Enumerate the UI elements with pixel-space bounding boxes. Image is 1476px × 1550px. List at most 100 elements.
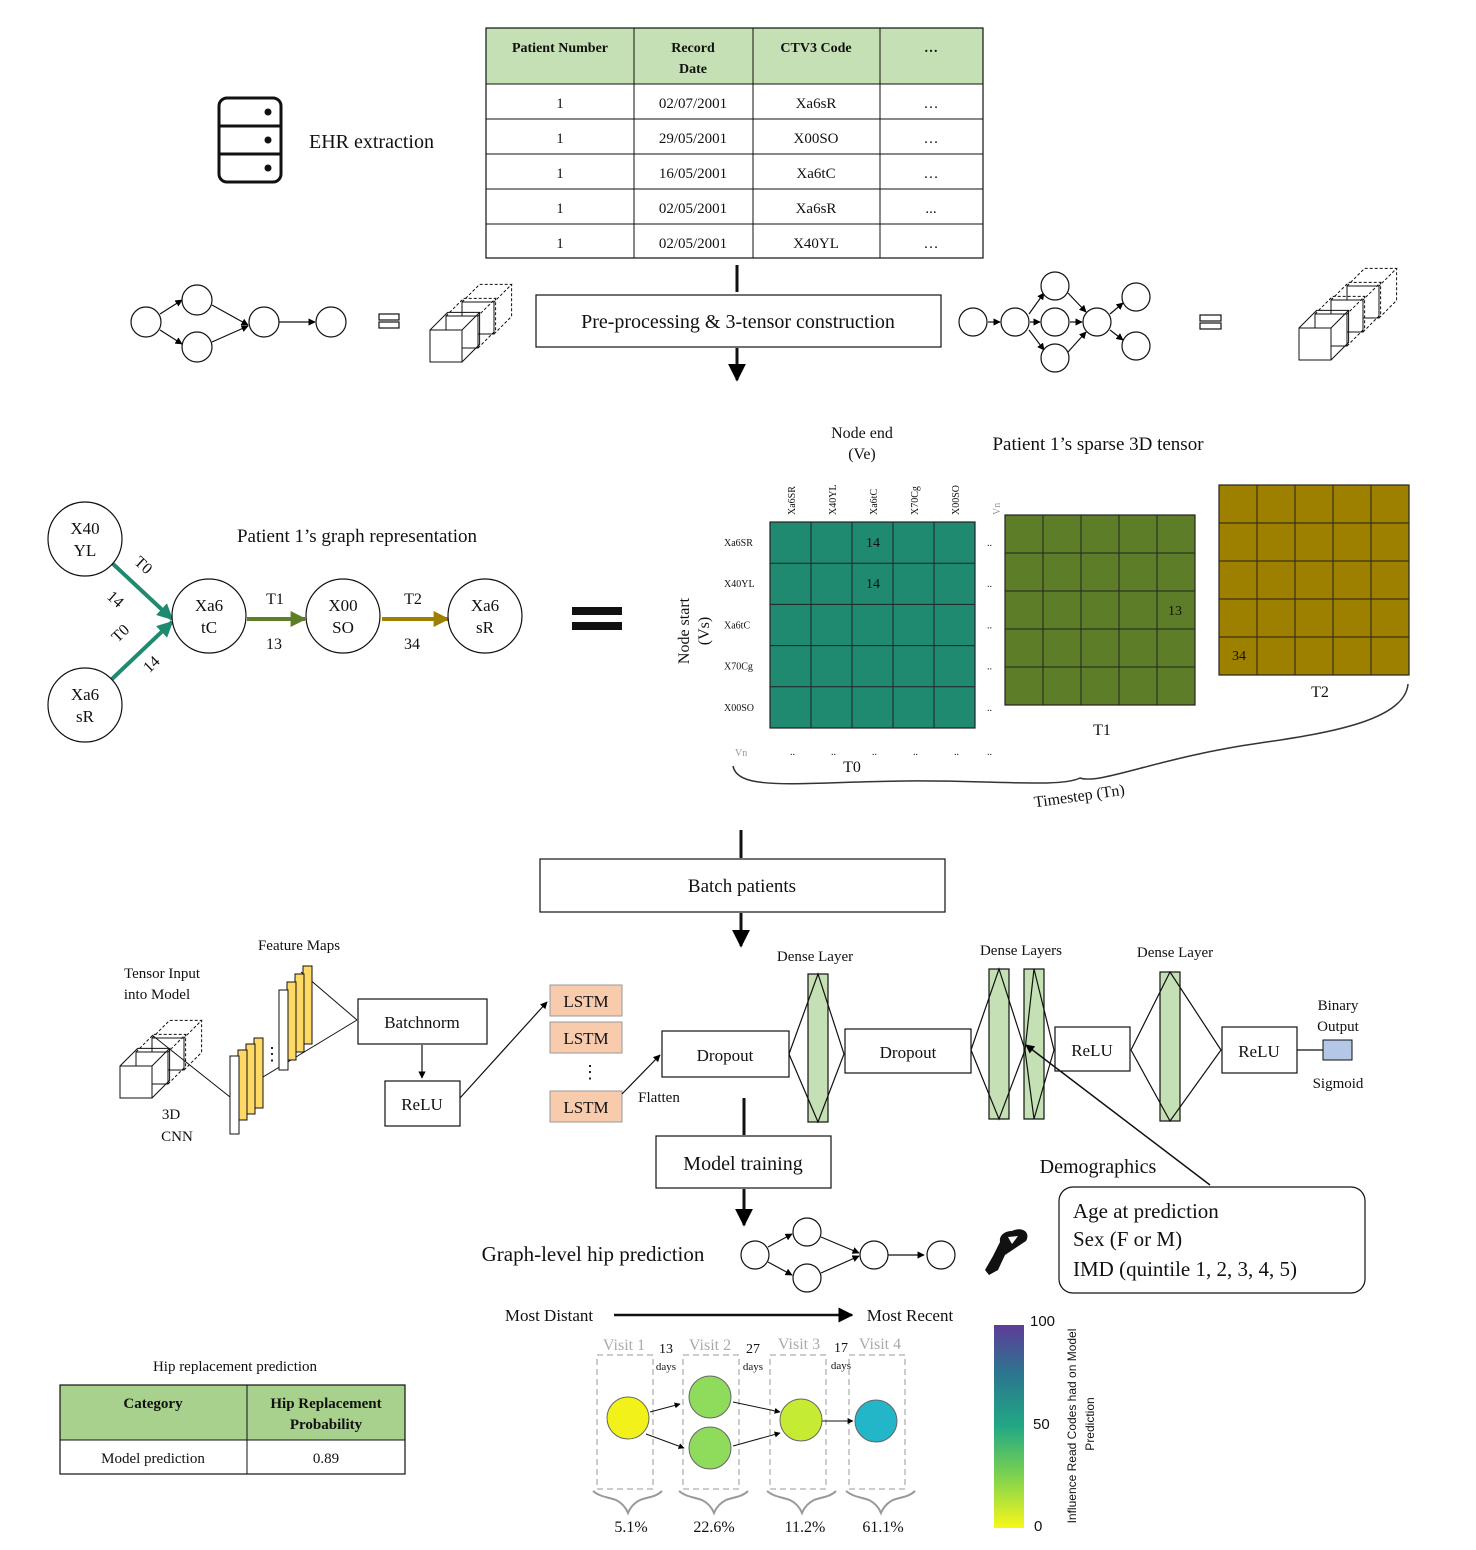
relu-box-cnn: [384, 1080, 461, 1127]
dropout-label: Dropout: [880, 1043, 937, 1062]
ehr-cell: X00SO: [793, 131, 838, 147]
graph-node-xa6sr-end: [447, 578, 523, 654]
ehr-cell: 02/05/2001: [659, 236, 727, 252]
tensor-stack-icon-left: [429, 283, 513, 363]
tensor-row-label: X40YL: [724, 579, 755, 590]
tensor-dots: ..: [913, 747, 918, 758]
tensor-dots: ..: [987, 703, 992, 714]
gap-days-unit: days: [656, 1361, 676, 1373]
tensor-value-t0: 14: [866, 536, 880, 551]
edge-time-label: T1: [266, 591, 284, 608]
visit-percent: 22.6%: [693, 1519, 734, 1536]
visit-node: [688, 1426, 732, 1470]
node-label: Xa6: [71, 685, 99, 704]
tensor-input-label: into Model: [124, 987, 190, 1003]
edge-weight-label: 14: [103, 588, 126, 611]
prediction-label: Graph-level hip prediction: [482, 1242, 705, 1266]
colorbar-tick: 50: [1033, 1416, 1050, 1433]
most-distant-label: Most Distant: [505, 1306, 594, 1325]
visit-percent: 61.1%: [862, 1519, 903, 1536]
timestep-brace: [732, 683, 1409, 785]
ehr-cell: 1: [556, 201, 564, 217]
tensor-col-label: Xa6tC: [869, 489, 880, 515]
batch-box: [539, 858, 946, 913]
prediction-graph: [740, 1217, 956, 1293]
results-cell: 0.89: [313, 1451, 339, 1467]
visit-timeline: Visit 1 Visit 2 Visit 3 Visit 4 13 days …: [592, 1336, 916, 1536]
tensor-value-t1: 13: [1168, 604, 1182, 619]
visit-box: [769, 1354, 827, 1490]
lstm-label: LSTM: [563, 1029, 608, 1048]
ehr-table: Patient Number Record Date CTV3 Code … 1…: [485, 27, 984, 259]
lstm-label: LSTM: [563, 1098, 608, 1117]
tensor-col-label: Vn: [992, 503, 1003, 515]
demographic-item: Sex (F or M): [1073, 1227, 1182, 1251]
ehr-cell: 16/05/2001: [659, 166, 727, 182]
visit-node: [779, 1398, 823, 1442]
relu-box-3: [1221, 1026, 1298, 1074]
edge-time-label: T0: [131, 553, 156, 578]
visit-percent: 5.1%: [614, 1519, 647, 1536]
tensor-dots: ..: [987, 662, 992, 673]
node-label: X00: [328, 596, 357, 615]
feature-maps-label: Feature Maps: [258, 938, 340, 954]
visit-box: [682, 1354, 740, 1490]
ehr-cell: 1: [556, 131, 564, 147]
node-label: Xa6: [195, 596, 223, 615]
tensor-value-t2: 34: [1232, 649, 1246, 664]
small-graph-right: [958, 271, 1151, 373]
results-title: Hip replacement prediction: [153, 1359, 318, 1375]
relu-label: ReLU: [1238, 1042, 1280, 1061]
gap-days-unit: days: [743, 1361, 763, 1373]
ehr-cell: 29/05/2001: [659, 131, 727, 147]
dense-layer-1: [788, 972, 845, 1124]
ehr-cell: 1: [556, 236, 564, 252]
graph-title: Patient 1’s graph representation: [237, 526, 478, 547]
visit-brace: [592, 1490, 663, 1516]
tensor-row-label: Vn: [735, 748, 747, 759]
ehr-cell: 02/05/2001: [659, 201, 727, 217]
gap-days: 17: [834, 1341, 848, 1356]
small-graph-left: [130, 284, 347, 363]
timestep-label: Timestep (Tn): [1033, 782, 1126, 812]
ehr-header-patient: Patient Number: [512, 41, 608, 56]
visit-box: [596, 1354, 654, 1490]
batchnorm-box: [357, 998, 488, 1045]
equivalence-icon-left: [378, 313, 400, 329]
model-input-tensor-icon: [119, 1019, 203, 1099]
visit-node: [688, 1375, 732, 1419]
visit-brace: [678, 1490, 749, 1516]
tensor-col-label: X40YL: [828, 484, 839, 515]
tensor-dots: ..: [987, 579, 992, 590]
tensor-dots: ..: [987, 620, 992, 631]
dropout-label: Dropout: [697, 1046, 754, 1065]
edge-time-label: T2: [404, 591, 422, 608]
ehr-header-date: Date: [679, 62, 707, 77]
tensor-dots: ..: [954, 747, 959, 758]
node-label: sR: [476, 618, 495, 637]
ehr-cell: Xa6sR: [796, 201, 837, 217]
binary-output-label: Binary: [1318, 998, 1359, 1014]
ehr-cell: 02/07/2001: [659, 96, 727, 112]
gap-days-unit: days: [831, 1360, 851, 1372]
tensor-dots: ..: [790, 747, 795, 758]
batchnorm-label: Batchnorm: [384, 1013, 460, 1032]
ehr-cell: X40YL: [793, 236, 839, 252]
dense-layers-label: Dense Layers: [980, 943, 1062, 959]
feature-maps: [151, 965, 358, 1135]
ehr-header-code: CTV3 Code: [780, 41, 851, 56]
demographic-item: IMD (quintile 1, 2, 3, 4, 5): [1073, 1257, 1297, 1281]
binary-output-node: [1322, 1039, 1353, 1061]
dense-layers-2: [970, 967, 1055, 1121]
sigmoid-label: Sigmoid: [1313, 1076, 1364, 1092]
results-table: Category Hip Replacement Probability Mod…: [59, 1384, 406, 1475]
tensor-row-label: X70Cg: [724, 662, 753, 673]
tensor-dots: ..: [987, 747, 992, 758]
visit-brace: [766, 1490, 837, 1516]
ehr-cell: …: [924, 166, 939, 182]
gap-days: 27: [746, 1342, 760, 1357]
relu-label: ReLU: [1071, 1041, 1113, 1060]
edge-weight-label: 13: [266, 636, 282, 653]
tensor-row-label: Xa6tC: [724, 620, 750, 631]
